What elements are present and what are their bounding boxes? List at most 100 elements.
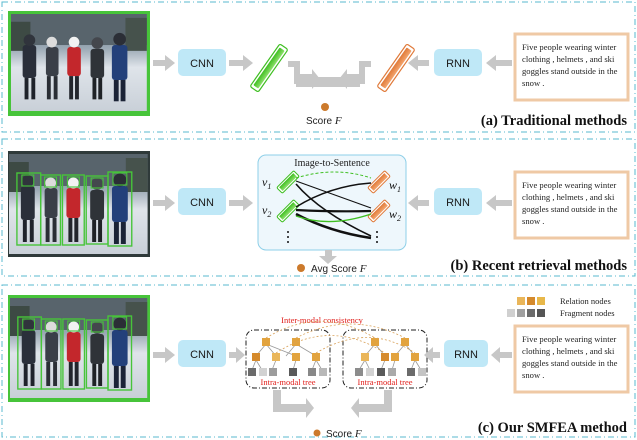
v1-label: v1 xyxy=(262,175,271,191)
legend-relation-swatch xyxy=(517,297,525,305)
fragment-node xyxy=(388,368,396,376)
score-label-a: Score F xyxy=(306,115,342,127)
fragment-node xyxy=(248,368,256,376)
relation-node xyxy=(411,353,419,361)
merge-arrow-left-c xyxy=(273,390,314,418)
right-tree xyxy=(355,338,426,376)
arrow-sent-rnn-a xyxy=(486,55,512,71)
sentence-text-c: Five people wearing winter clothing , he… xyxy=(522,334,620,380)
arrow-cnn-tree-c xyxy=(229,347,245,363)
rnn-label-c: RNN xyxy=(454,349,478,361)
panel-b: CNN Image-to-Sentence xyxy=(1,138,636,277)
left-tree xyxy=(248,338,327,376)
score-dot-a xyxy=(321,103,329,111)
relation-node xyxy=(292,353,300,361)
arrow-sent-rnn-c xyxy=(491,347,512,363)
v2-label: v2 xyxy=(262,203,271,219)
rnn-label-b: RNN xyxy=(446,197,470,209)
rnn-label-a: RNN xyxy=(446,58,470,70)
word-vector-w1 xyxy=(367,170,391,194)
cnn-label-a: CNN xyxy=(190,58,214,70)
relation-node xyxy=(401,338,409,346)
text-vector-a xyxy=(377,44,415,92)
merge-arrow-right-c xyxy=(351,390,392,418)
panel-c-image xyxy=(8,295,150,402)
score-label-c: Score F xyxy=(326,428,362,440)
fragment-node xyxy=(308,368,316,376)
relation-node xyxy=(252,353,260,361)
w2-label: w2 xyxy=(389,207,401,223)
sentence-box-a xyxy=(513,32,630,102)
rnn-box-a xyxy=(434,49,482,76)
arrow-sent-rnn-b xyxy=(486,195,512,211)
image-vector-a xyxy=(250,44,288,92)
legend-fragment-label: Fragment nodes xyxy=(560,308,615,318)
arrow-cnn-graph-b xyxy=(229,195,253,211)
cnn-box-c xyxy=(178,340,226,367)
inter-modal-arcs xyxy=(265,321,416,354)
score-dot-c xyxy=(313,429,321,437)
panel-a-frame xyxy=(1,1,636,133)
fragment-node xyxy=(418,368,426,376)
panel-b-image xyxy=(8,151,150,257)
sentence-text-a: Five people wearing winter clothing , he… xyxy=(522,42,620,88)
score-dot-b xyxy=(297,264,305,272)
relation-node xyxy=(381,353,389,361)
inter-modal-label: Inter-modal consistency xyxy=(281,315,363,325)
fragment-node xyxy=(355,368,363,376)
legend-fragment-swatch xyxy=(507,309,515,317)
fragment-node xyxy=(269,368,277,376)
relation-node xyxy=(312,353,320,361)
w1-label: w1 xyxy=(389,178,401,194)
intra-label-right: Intra-modal tree xyxy=(358,377,413,387)
arrow-down-b xyxy=(319,250,337,264)
fragment-node xyxy=(366,368,374,376)
ellipsis-dots xyxy=(287,231,378,243)
relation-node xyxy=(262,338,270,346)
panel-a-image xyxy=(8,11,150,116)
legend: Relation nodes Fragment nodes xyxy=(507,296,615,318)
relation-node xyxy=(371,338,379,346)
cnn-label-c: CNN xyxy=(190,349,214,361)
relation-node xyxy=(391,353,399,361)
fragment-node xyxy=(289,368,297,376)
arrow-rnn-tree-c xyxy=(424,347,440,363)
arrow-rnn-vec-a xyxy=(408,55,429,71)
region-vector-v1 xyxy=(276,170,300,194)
panel-c-frame xyxy=(1,284,636,438)
score-label-b: Avg Score F xyxy=(311,263,367,275)
caption-a: (a) Traditional methods xyxy=(481,113,627,129)
rnn-box-c xyxy=(444,340,488,367)
legend-relation-label: Relation nodes xyxy=(560,296,611,306)
fragment-node xyxy=(377,368,385,376)
arrow-cnn-vec-a xyxy=(229,55,253,71)
fragment-node xyxy=(319,368,327,376)
caption-b: (b) Recent retrieval methods xyxy=(451,258,628,274)
fragment-node xyxy=(407,368,415,376)
arrow-img-cnn-a xyxy=(153,55,175,71)
fragment-node xyxy=(259,368,267,376)
cnn-label-b: CNN xyxy=(190,197,214,209)
sentence-box-c xyxy=(513,324,630,394)
merge-bar-a xyxy=(296,77,360,87)
sentence-text-b: Five people wearing winter clothing , he… xyxy=(522,180,620,226)
panel-a: CNN RNN Five people wearing winter cloth… xyxy=(1,1,636,133)
alignment-edges xyxy=(295,171,372,240)
caption-c: (c) Our SMFEA method xyxy=(478,420,627,436)
panel-b-frame xyxy=(1,138,636,277)
intra-label-left: Intra-modal tree xyxy=(261,377,316,387)
panel-c: CNN Inter-modal consistency Intra-modal … xyxy=(1,284,636,440)
relation-node xyxy=(272,353,280,361)
region-vector-v2 xyxy=(276,199,300,223)
relation-node xyxy=(361,353,369,361)
relation-node xyxy=(292,338,300,346)
rnn-box-b xyxy=(434,188,482,215)
sentence-box-b xyxy=(513,170,630,240)
cnn-box-b xyxy=(178,188,226,215)
left-tree-box xyxy=(245,329,331,389)
arrow-img-cnn-c xyxy=(153,347,175,363)
cnn-box-a xyxy=(178,49,226,76)
word-vector-w2 xyxy=(367,199,391,223)
arrow-img-cnn-b xyxy=(153,195,175,211)
